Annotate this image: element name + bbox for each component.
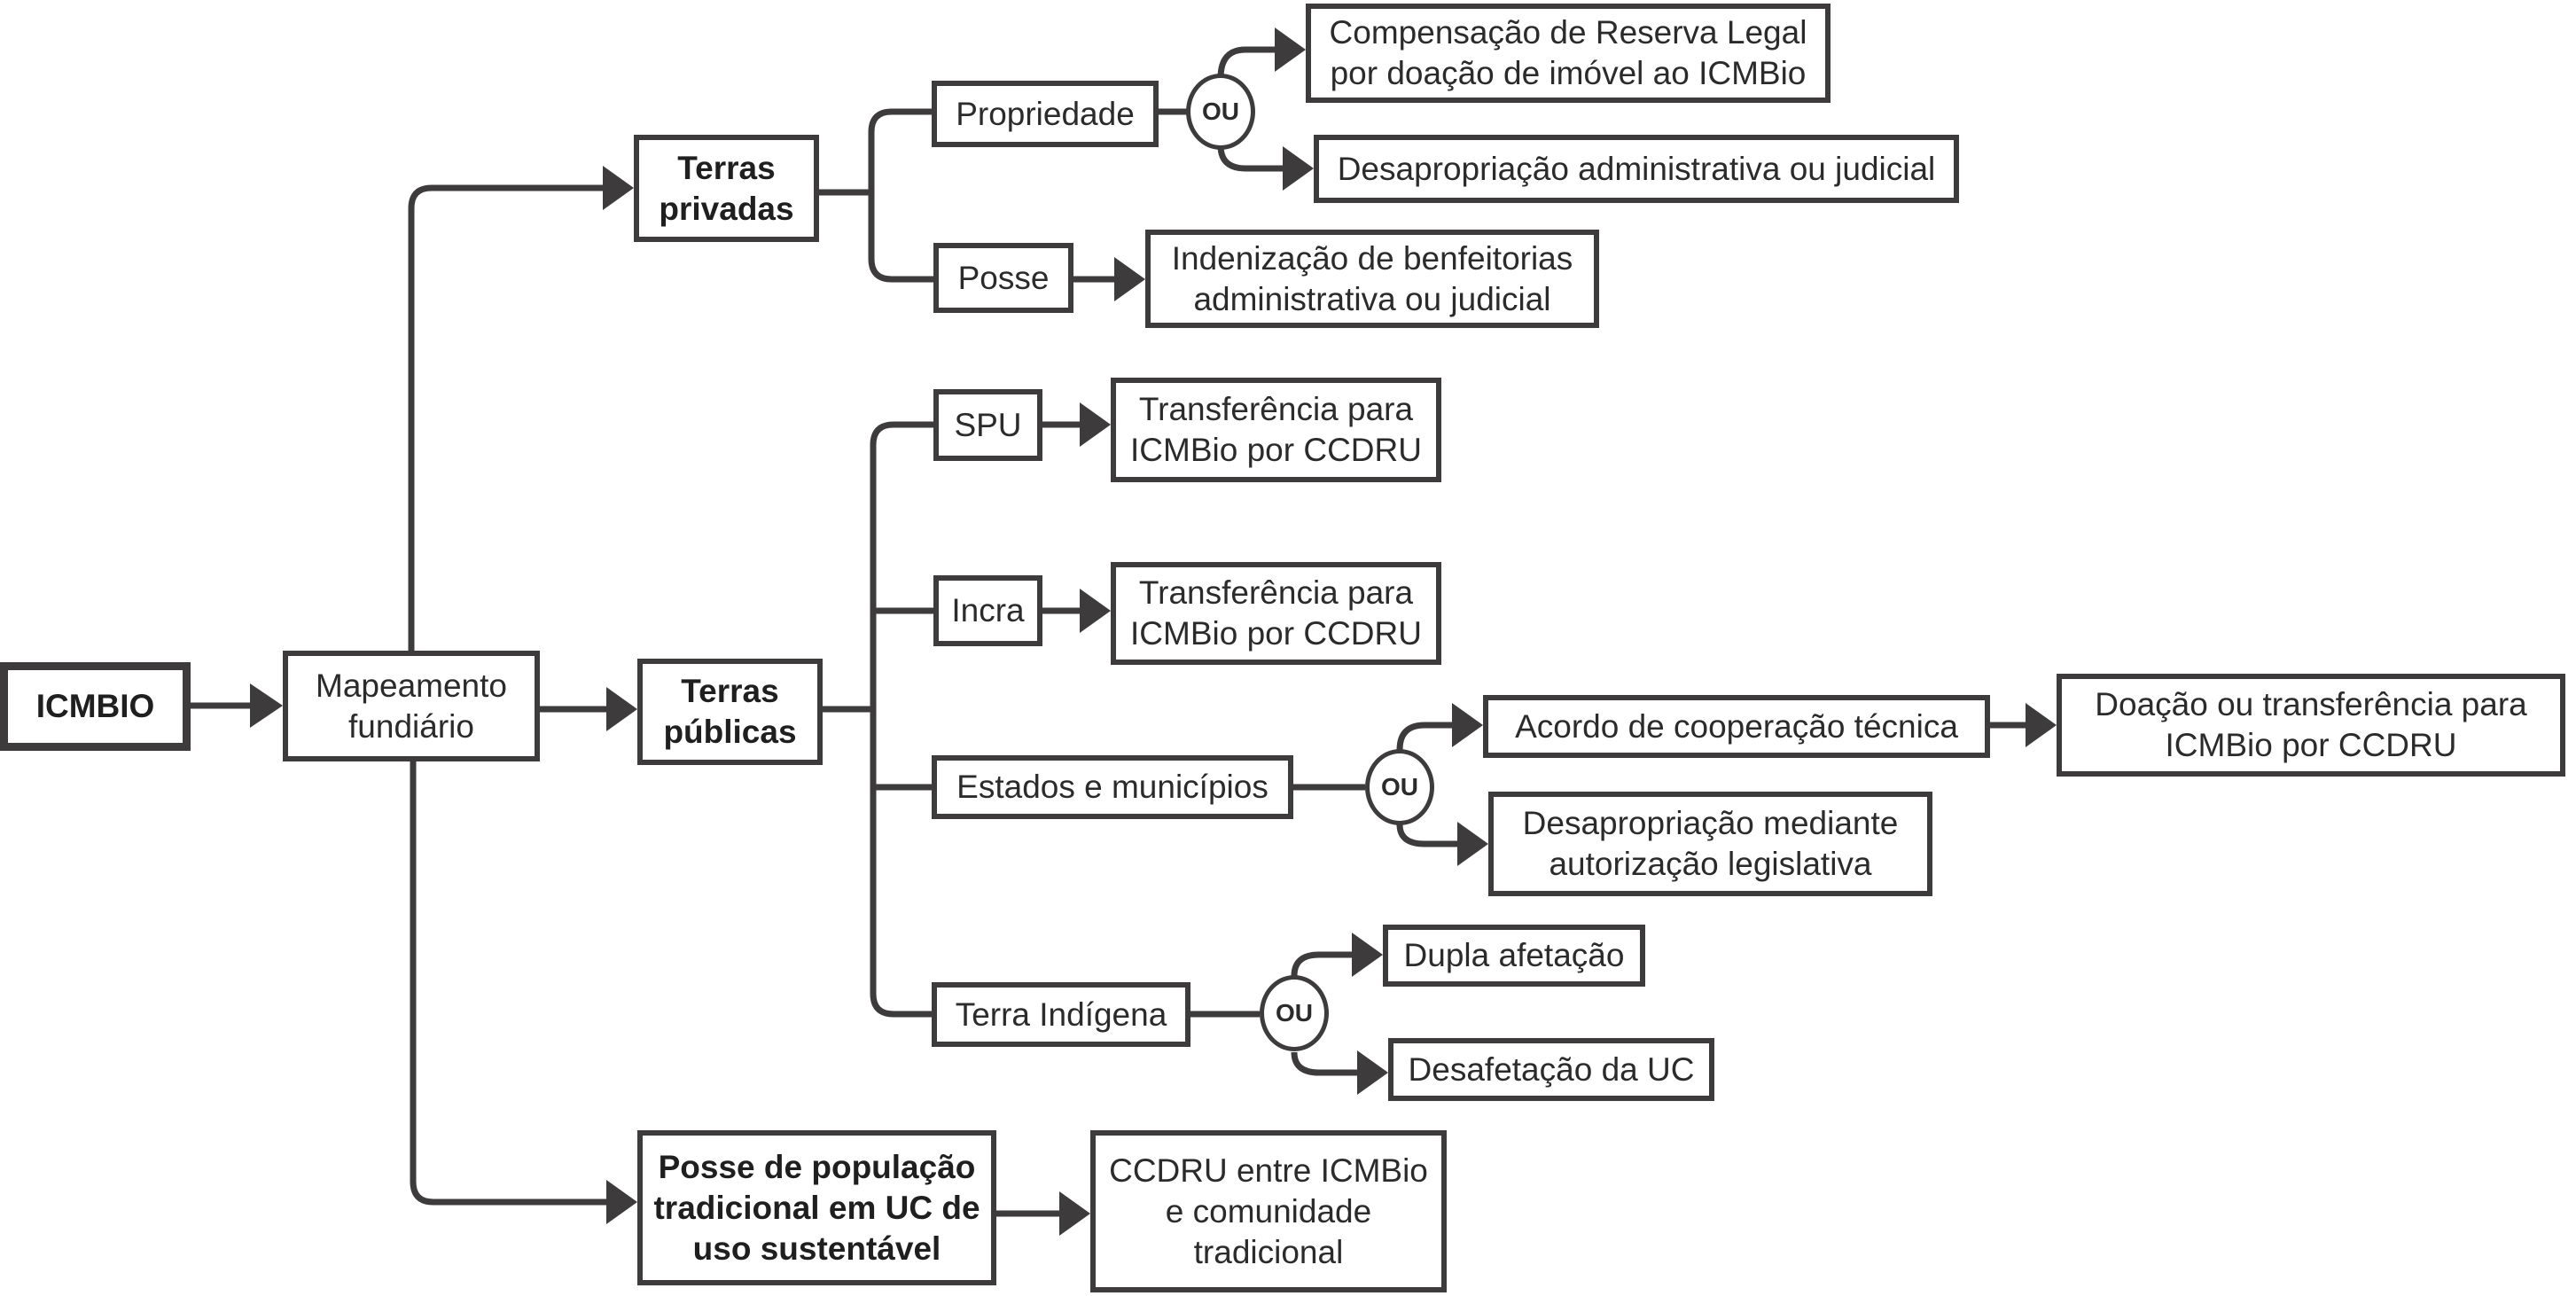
or-node-indigenous: OU xyxy=(1260,975,1329,1051)
connector-mapping-private xyxy=(408,184,612,651)
node-mapping: Mapeamento fundiário xyxy=(283,651,540,761)
node-private-lands-label: Terras privadas xyxy=(659,149,794,227)
or-node-states: OU xyxy=(1365,749,1434,825)
node-legal-reserve-compensation-label: Compensação de Reserva Legal por doação … xyxy=(1329,14,1807,91)
node-possession-label: Posse xyxy=(957,259,1050,296)
node-legislative-expropriation: Desapropriação mediante autorização legi… xyxy=(1488,792,1932,896)
node-uc-disaffectation-label: Desafetação da UC xyxy=(1408,1050,1695,1088)
node-improvements-indemnity: Indenização de benfeitorias administrati… xyxy=(1145,230,1599,328)
node-indigenous-land: Terra Indígena xyxy=(932,982,1190,1047)
or-label: OU xyxy=(1276,999,1313,1027)
node-spu-label: SPU xyxy=(954,406,1022,443)
node-double-affectation: Dupla afetação xyxy=(1383,925,1645,987)
node-incra-label: Incra xyxy=(951,592,1025,628)
connector-mapping-traditional xyxy=(410,761,616,1206)
node-donation-transfer: Doação ou transferência para ICMBio por … xyxy=(2057,674,2565,777)
node-legislative-expropriation-label: Desapropriação mediante autorização legi… xyxy=(1522,805,1899,882)
node-donation-transfer-label: Doação ou transferência para ICMBio por … xyxy=(2095,686,2527,763)
node-indigenous-land-label: Terra Indígena xyxy=(955,995,1167,1033)
node-spu: SPU xyxy=(933,389,1042,461)
node-property: Propriedade xyxy=(932,81,1159,147)
node-public-lands: Terras públicas xyxy=(637,659,823,765)
node-incra-transfer-label: Transferência para ICMBio por CCDRU xyxy=(1130,574,1422,652)
node-traditional-possession-label: Posse de população tradicional em UC de … xyxy=(653,1148,980,1267)
node-technical-cooperation-label: Acordo de cooperação técnica xyxy=(1515,707,1958,745)
node-double-affectation-label: Dupla afetação xyxy=(1403,937,1625,973)
node-icmbio: ICMBIO xyxy=(0,662,191,751)
node-technical-cooperation: Acordo de cooperação técnica xyxy=(1483,695,1990,758)
node-improvements-indemnity-label: Indenização de benfeitorias administrati… xyxy=(1171,239,1573,317)
node-spu-transfer: Transferência para ICMBio por CCDRU xyxy=(1111,378,1441,482)
node-private-lands: Terras privadas xyxy=(634,135,819,242)
node-spu-transfer-label: Transferência para ICMBio por CCDRU xyxy=(1130,391,1422,468)
node-expropriation-label: Desapropriação administrativa ou judicia… xyxy=(1337,150,1936,187)
node-possession: Posse xyxy=(933,243,1073,313)
node-property-label: Propriedade xyxy=(956,95,1135,132)
node-public-lands-label: Terras públicas xyxy=(663,673,797,750)
node-incra: Incra xyxy=(933,575,1042,646)
or-node-property: OU xyxy=(1186,74,1255,150)
or-label: OU xyxy=(1202,98,1239,125)
or-label: OU xyxy=(1381,773,1418,800)
node-ccdru-community-label: CCDRU entre ICMBio e comunidade tradicio… xyxy=(1109,1152,1428,1270)
node-states-municipalities: Estados e municípios xyxy=(932,755,1293,819)
node-legal-reserve-compensation: Compensação de Reserva Legal por doação … xyxy=(1306,4,1831,103)
node-ccdru-community: CCDRU entre ICMBio e comunidade tradicio… xyxy=(1090,1130,1447,1292)
node-expropriation: Desapropriação administrativa ou judicia… xyxy=(1314,135,1959,203)
node-incra-transfer: Transferência para ICMBio por CCDRU xyxy=(1111,562,1441,665)
node-traditional-possession: Posse de população tradicional em UC de … xyxy=(637,1130,996,1285)
node-icmbio-label: ICMBIO xyxy=(35,688,155,724)
node-states-municipalities-label: Estados e municípios xyxy=(956,769,1268,805)
node-uc-disaffectation: Desafetação da UC xyxy=(1388,1038,1714,1101)
node-mapping-label: Mapeamento fundiário xyxy=(316,667,507,745)
